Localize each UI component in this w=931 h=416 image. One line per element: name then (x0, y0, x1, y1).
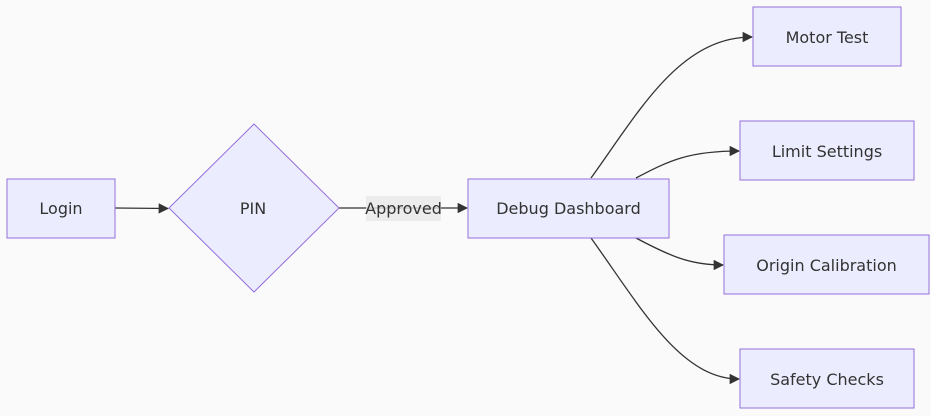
node-login-label: Login (39, 199, 82, 218)
edge-dashboard-to-safety-checks (590, 237, 741, 385)
node-debug-dashboard-label: Debug Dashboard (496, 199, 641, 218)
node-limit-settings-label: Limit Settings (772, 142, 882, 161)
edge-dashboard-to-motor-test (590, 31, 754, 179)
node-safety-checks-label: Safety Checks (770, 370, 884, 389)
node-motor-test[interactable]: Motor Test (752, 6, 902, 67)
node-origin-calibration-label: Origin Calibration (756, 256, 897, 275)
node-debug-dashboard[interactable]: Debug Dashboard (467, 178, 670, 239)
node-login[interactable]: Login (6, 178, 116, 239)
node-motor-test-label: Motor Test (786, 28, 869, 47)
edge-label-approved: Approved (365, 196, 442, 221)
edge-login-to-pin (114, 203, 170, 214)
edge-dashboard-to-limit-settings (635, 145, 741, 179)
node-safety-checks[interactable]: Safety Checks (739, 348, 915, 409)
node-pin[interactable]: PIN (168, 123, 340, 293)
node-pin-label: PIN (240, 199, 266, 218)
node-limit-settings[interactable]: Limit Settings (739, 120, 915, 181)
edge-label-approved-text: Approved (365, 199, 442, 218)
edges (114, 31, 754, 385)
edge-dashboard-to-origin-calibration (635, 237, 725, 271)
node-origin-calibration[interactable]: Origin Calibration (723, 234, 930, 295)
